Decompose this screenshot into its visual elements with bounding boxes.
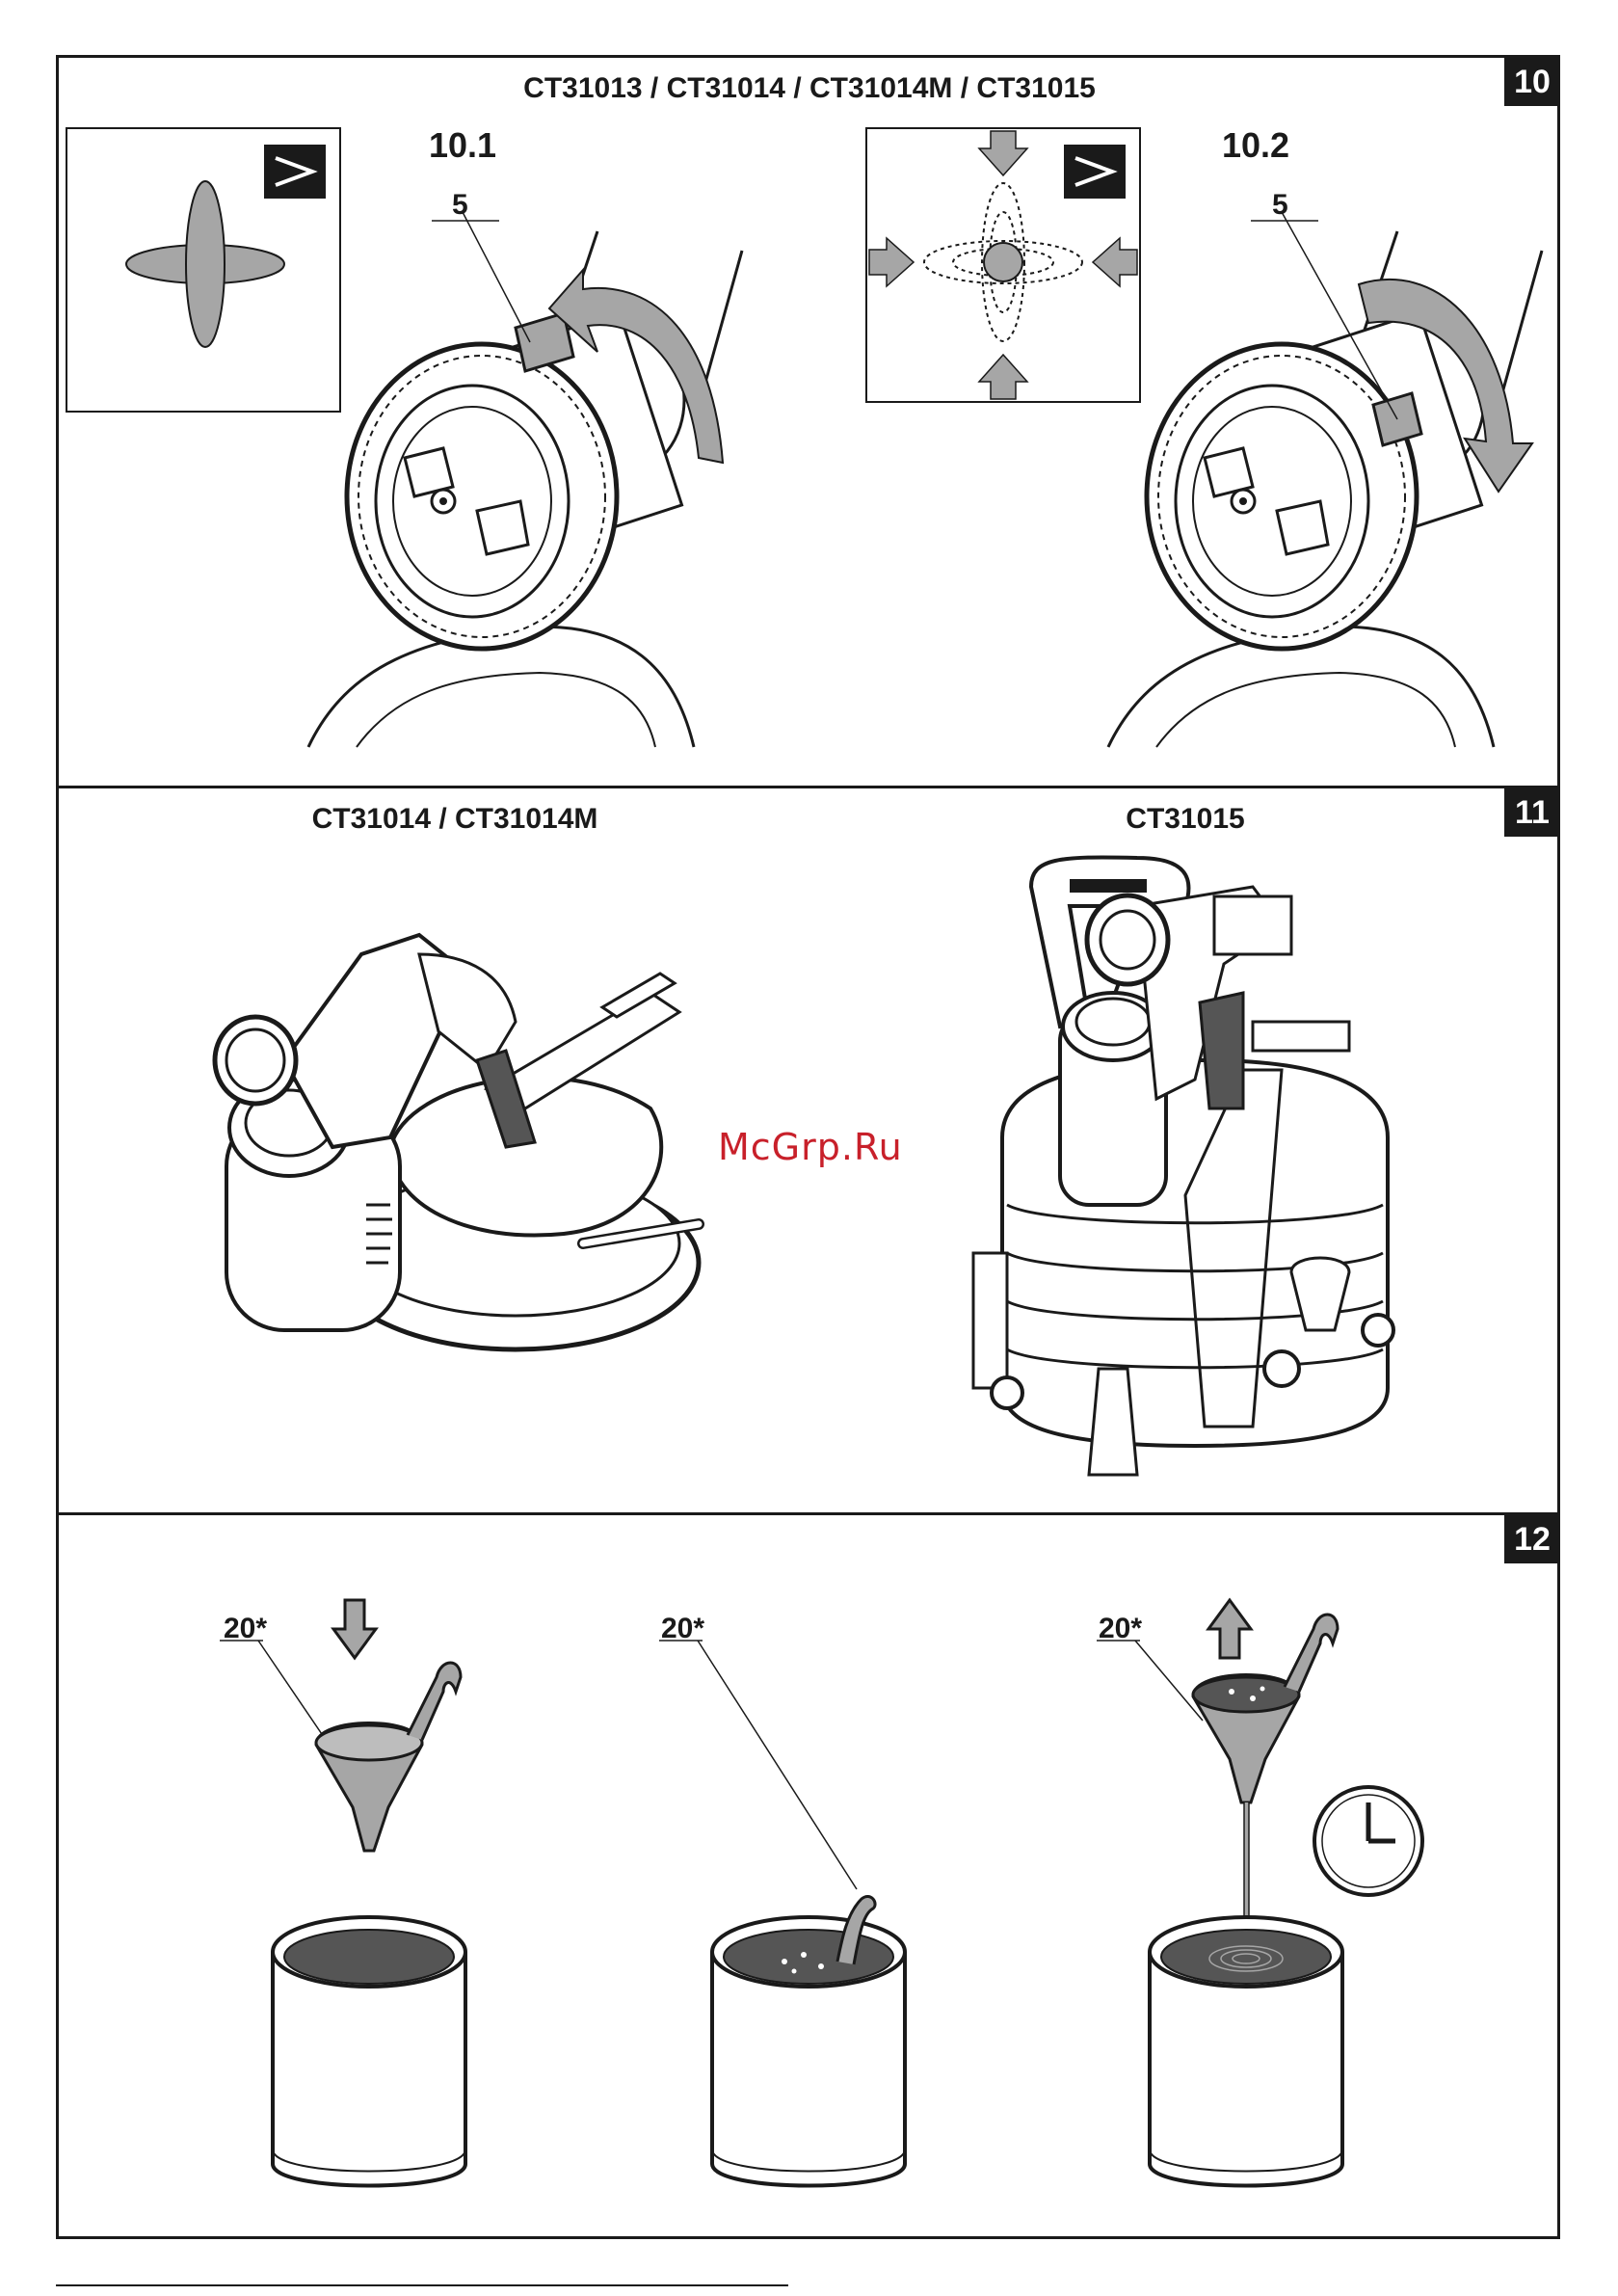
section-divider-2 [56, 1512, 1560, 1515]
section-11-left-model: CT31014 / CT31014M [312, 803, 598, 836]
clock-icon [1314, 1787, 1422, 1895]
down-arrow-icon [333, 1600, 376, 1658]
vertical-spray-pattern-diagram [66, 127, 341, 413]
footer-rule [56, 2284, 788, 2286]
floor-paint-sprayer-illustration [964, 848, 1417, 1504]
section-10-badge: 10 [1504, 58, 1560, 106]
callout-underline-right [1251, 217, 1357, 228]
callout-underline-left [432, 217, 538, 228]
nozzle-rotate-counterclockwise-illustration [1108, 212, 1561, 747]
section-11-badge: 11 [1504, 788, 1560, 837]
step-10-2-label: 10.2 [1222, 125, 1289, 166]
viscosity-cup-timing-illustration [1097, 1581, 1424, 2198]
viscosity-cup-submerged-illustration [659, 1581, 948, 2198]
section-12-badge: 12 [1504, 1515, 1560, 1563]
section-11-right-model: CT31015 [1126, 803, 1244, 836]
adjustable-spray-pattern-diagram [865, 127, 1141, 403]
up-arrow-icon [1208, 1600, 1251, 1658]
compact-paint-sprayer-illustration [198, 916, 708, 1378]
watermark: McGrp.Ru [718, 1126, 903, 1168]
section-10-models-title: CT31013 / CT31014 / CT31014M / CT31015 [523, 72, 1096, 105]
step-10-1-label: 10.1 [429, 125, 496, 166]
viscosity-cup-lowering-illustration [220, 1581, 509, 2198]
nozzle-rotate-clockwise-illustration [308, 212, 761, 747]
section-divider-1 [56, 786, 1560, 788]
